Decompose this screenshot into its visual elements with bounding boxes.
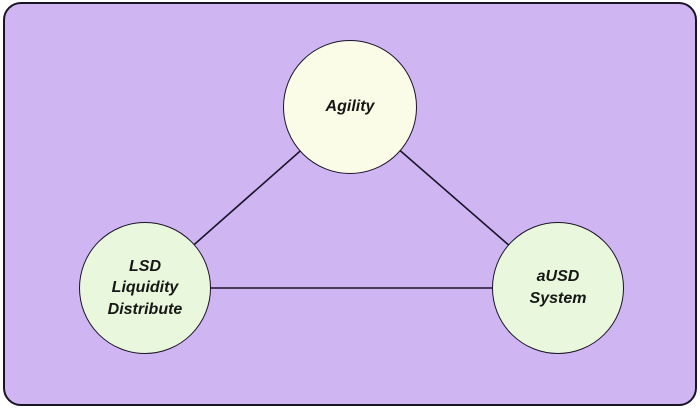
node-ausd-system: aUSD System [492,222,624,354]
node-agility-label: Agility [325,98,375,116]
node-lsd-liquidity-distribute-label: LSD Liquidity Distribute [107,257,183,318]
node-agility: Agility [283,40,417,174]
node-lsd-liquidity-distribute: LSD Liquidity Distribute [79,222,211,354]
node-ausd-system-label: aUSD System [529,268,587,307]
